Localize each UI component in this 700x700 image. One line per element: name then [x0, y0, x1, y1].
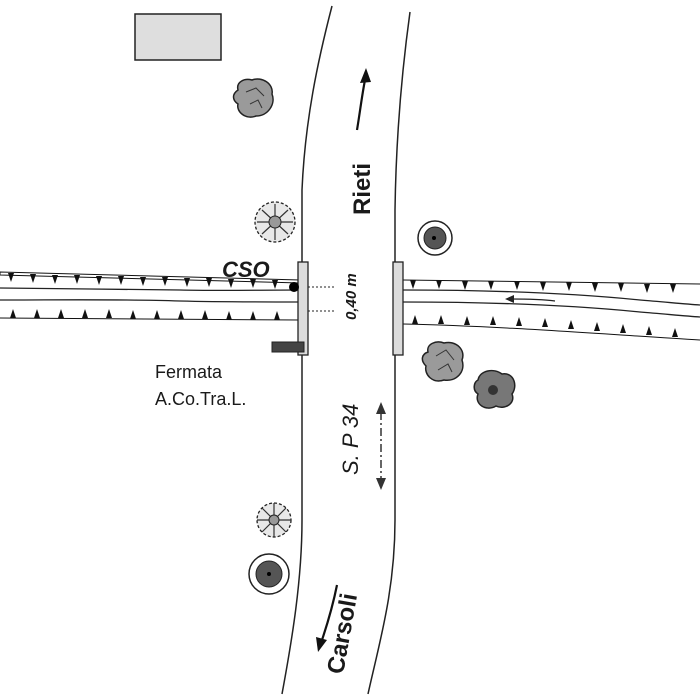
depth-marker-label: 0,40 m [343, 273, 360, 320]
tree-dark-icon [248, 553, 290, 595]
tree-dark-icon [417, 220, 453, 256]
arrow-south-icon [316, 584, 339, 652]
station-code-label: CSO [222, 257, 270, 282]
tree-dark-icon [473, 369, 516, 409]
tree-light-icon [421, 341, 464, 382]
river-flow-arrow-icon [505, 295, 556, 303]
bus-stop-label-line1: Fermata [155, 362, 223, 382]
bridge-parapet-right [392, 261, 404, 356]
direction-label-south: Carsoli [322, 591, 363, 676]
arrow-bidirectional-icon [376, 402, 386, 490]
tree-leafy-icon [254, 201, 296, 243]
depth-marker-lines [308, 286, 335, 312]
river-bank-right [402, 279, 700, 341]
gauge-point-icon [289, 282, 299, 292]
direction-label-north: Rieti [349, 163, 376, 215]
bus-stop-icon [271, 341, 305, 353]
arrow-north-icon [355, 68, 371, 131]
river-left [0, 287, 301, 303]
river-right [402, 289, 700, 318]
tree-light-icon [232, 78, 274, 118]
bus-stop-label-line2: A.Co.Tra.L. [155, 389, 246, 409]
building-icon [134, 13, 222, 61]
bridge-parapet-left [297, 261, 309, 356]
road-name-label: S. P 34 [338, 404, 363, 475]
tree-leafy-icon [256, 502, 292, 538]
